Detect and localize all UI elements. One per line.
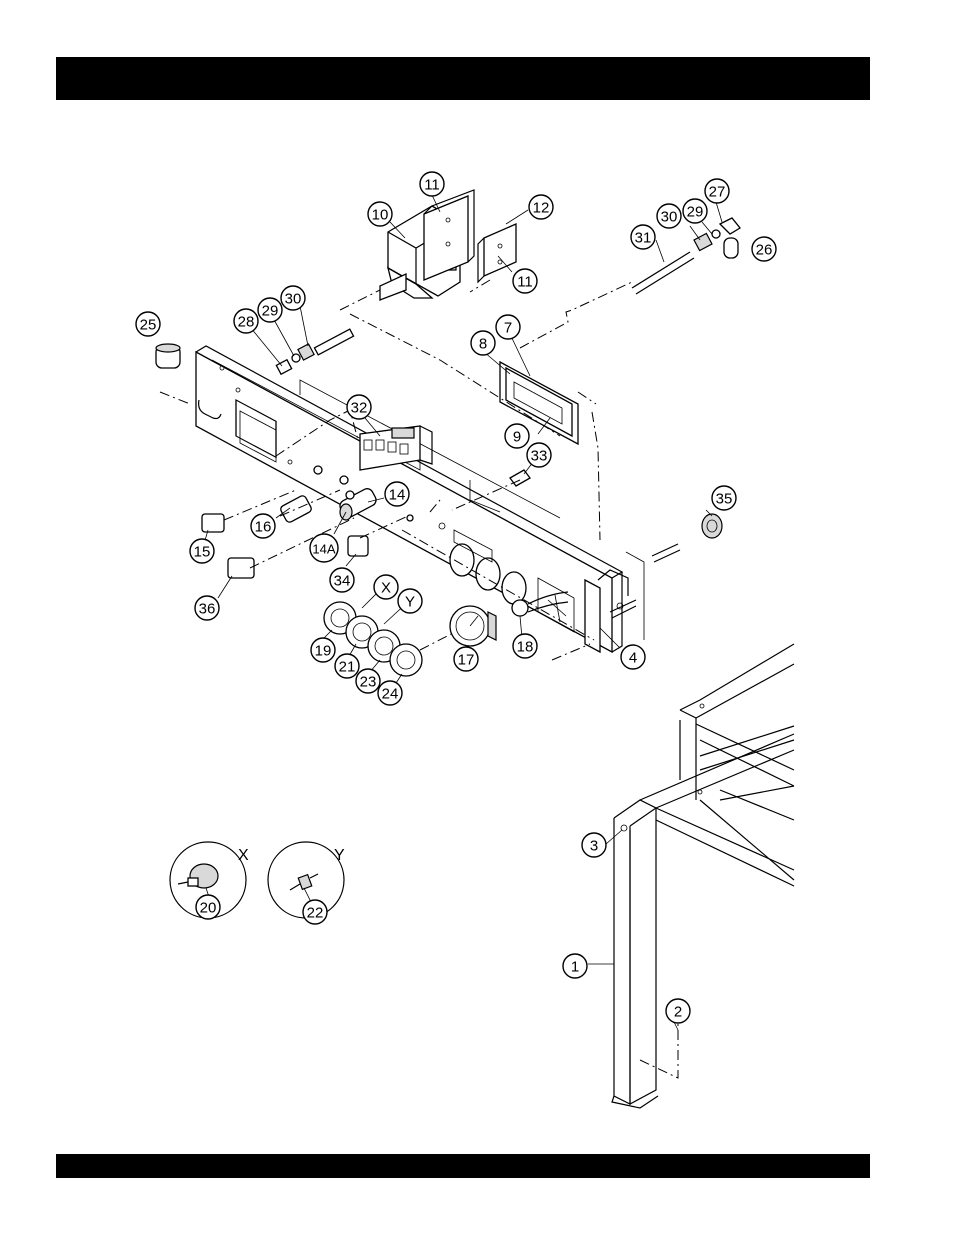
callout-label: 16 [255,519,272,536]
callout-label: 7 [504,320,512,337]
callout-label: 23 [360,674,377,691]
callout-label: 32 [351,400,368,417]
callout-c29a: 29 [683,199,707,223]
callout-label: 2 [674,1004,682,1021]
callout-c36: 36 [195,596,219,620]
callout-c24: 24 [378,681,402,705]
part-11-bracket-lower [478,224,516,282]
callout-label: 21 [339,659,356,676]
callout-label: 19 [315,643,332,660]
end-bracket [585,552,644,652]
callout-label: 24 [382,686,399,703]
callout-c31: 31 [631,225,655,249]
callout-c34: 34 [330,568,354,592]
callout-label: 14A [312,542,335,557]
callout-label: 15 [194,544,211,561]
callout-c30b: 30 [281,286,305,310]
callout-c14a: 14A [310,534,338,562]
callout-c16: 16 [251,514,275,538]
callout-label: 14 [389,487,406,504]
gauge-17 [450,606,496,646]
callout-label: 28 [238,314,255,331]
frame [612,644,794,1108]
callout-c7: 7 [496,315,520,339]
callout-label: 36 [199,601,216,618]
callout-c28: 28 [234,309,258,333]
callout-layer: 1110121127302931262528293087329331416151… [136,172,776,1023]
callout-label: 29 [262,303,279,320]
callout-label: 34 [334,573,351,590]
callout-c2: 2 [666,999,690,1023]
callout-c3: 3 [582,833,606,857]
callout-label: 17 [458,652,475,669]
callout-label: 22 [307,905,324,922]
part-25-knob [156,344,180,368]
callout-label: 11 [517,274,533,291]
callout-c35: 35 [712,486,736,510]
callout-label: 9 [513,429,521,446]
callout-cXa: X [374,575,398,599]
callout-label: 31 [635,230,652,247]
callout-label: 27 [709,184,726,201]
callout-label: 35 [716,491,733,508]
callout-c9: 9 [505,424,529,448]
callout-c10: 10 [368,202,392,226]
detail-y-label: Y [334,847,345,864]
callout-c32: 32 [347,395,371,419]
callout-c14: 14 [385,482,409,506]
callout-label: 3 [590,838,598,855]
callout-label: X [381,580,391,597]
part-11-bracket-upper [424,190,474,280]
callout-label: 20 [200,900,217,917]
left-fittings [276,329,353,374]
callout-label: 33 [531,448,548,465]
callout-c1: 1 [563,954,587,978]
callout-label: 30 [285,291,302,308]
callout-c29b: 29 [258,298,282,322]
callout-label: 30 [661,209,678,226]
part-35-stud [652,544,678,556]
callout-c11a: 11 [420,172,444,196]
callout-label: 29 [687,204,704,221]
callout-c18: 18 [513,634,537,658]
callout-label: Y [405,594,415,611]
callout-c15: 15 [190,539,214,563]
callout-c23: 23 [356,669,380,693]
callout-c19: 19 [311,638,335,662]
callout-c21: 21 [335,654,359,678]
callout-cYa: Y [398,589,422,613]
callout-label: 1 [571,959,579,976]
part-35-nut [702,514,722,538]
callout-label: 8 [479,336,487,353]
callout-label: 18 [517,639,534,656]
callout-c12: 12 [529,195,553,219]
callout-c27: 27 [705,179,729,203]
callout-label: 26 [756,242,773,259]
callout-c30a: 30 [657,204,681,228]
callout-c25: 25 [136,312,160,336]
callout-c4: 4 [621,645,645,669]
callout-c33: 33 [527,443,551,467]
callout-label: 12 [533,200,550,217]
callout-c20: 20 [196,895,220,919]
callout-label: 11 [424,177,440,194]
callout-label: 25 [140,317,157,334]
callout-c11b: 11 [513,269,537,293]
callout-c17: 17 [454,647,478,671]
callout-label: 10 [372,207,389,224]
callout-c8: 8 [471,331,495,355]
part-35-stud-2 [654,550,680,562]
callout-label: 4 [629,650,637,667]
callout-c22: 22 [303,900,327,924]
callout-c26: 26 [752,237,776,261]
detail-x-label: X [238,847,249,864]
